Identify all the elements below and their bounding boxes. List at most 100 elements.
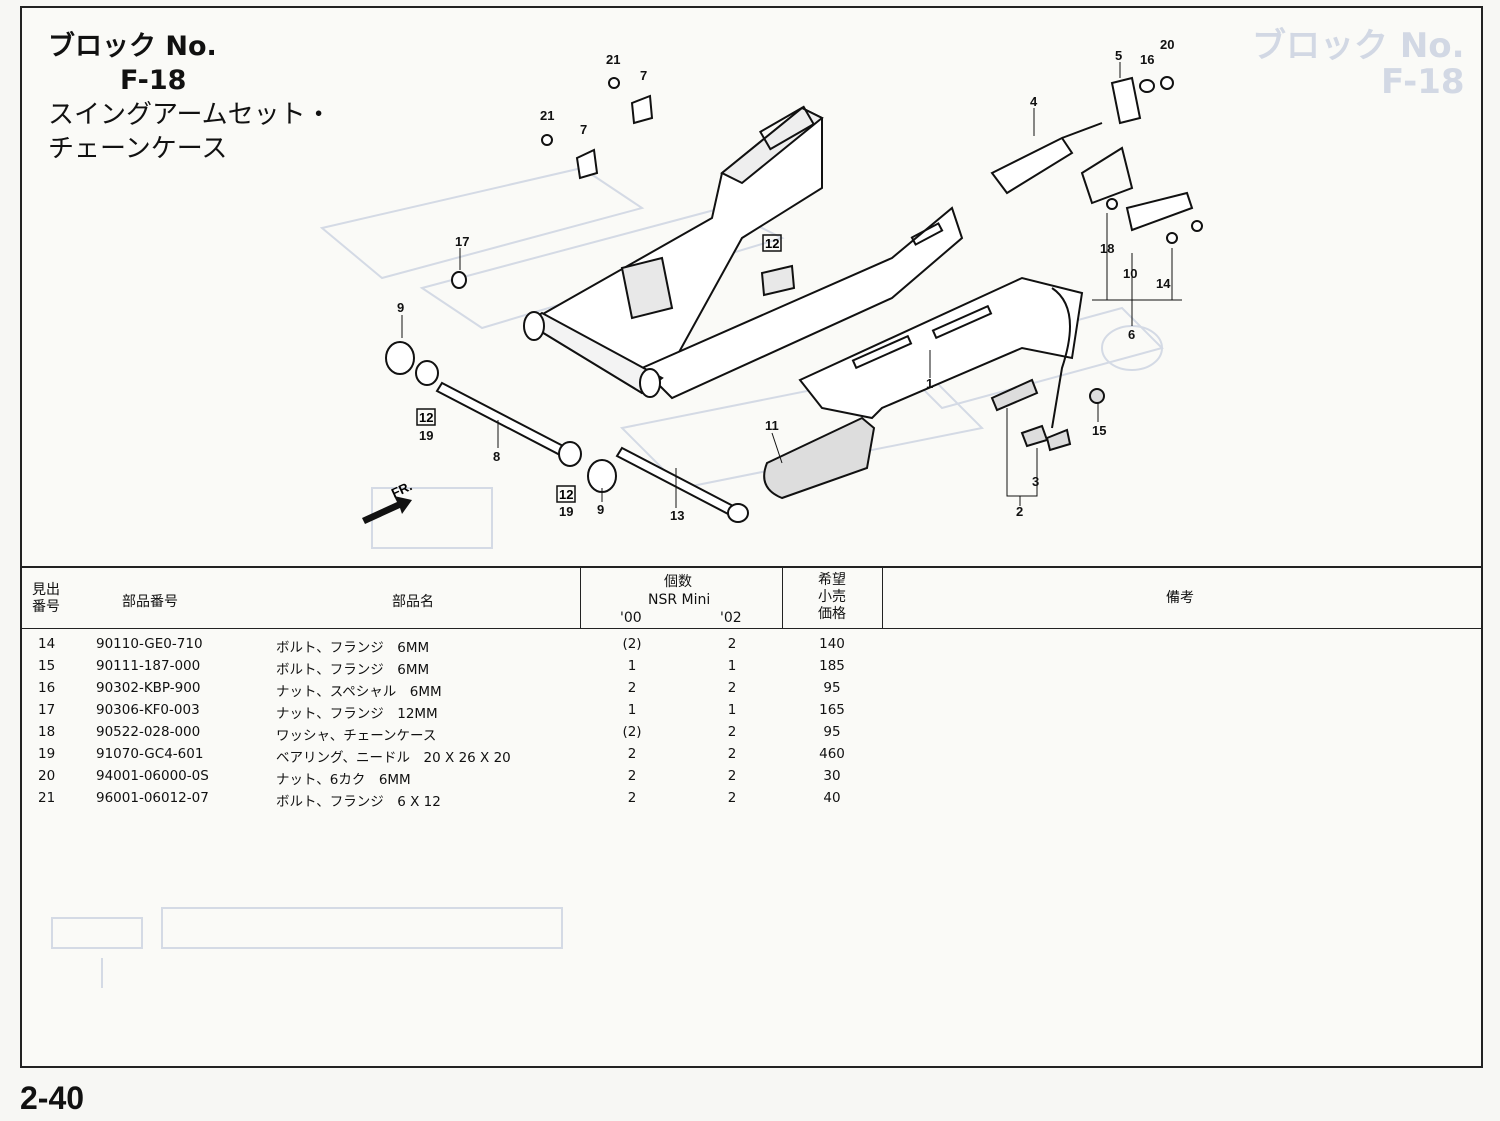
table-row: 16 90302-KBP-900 ナット、スペシャル 6MM 2 2 95 [22,678,922,700]
callout-9a: 9 [397,300,404,315]
cell-qty-02: 2 [727,680,737,696]
callout-7b: 7 [580,122,587,137]
callout-12c: 12 [559,487,573,502]
leader-lines [401,62,1182,508]
header-remarks: 備考 [1166,590,1194,606]
bleed-through-text: ブロック No. F-18 [1252,28,1465,100]
cell-name: ナット、スペシャル 6MM [276,684,442,700]
cell-price: 140 [819,636,845,652]
header-model: NSR Mini [648,592,711,608]
cell-ref: 15 [38,658,56,674]
callout-8: 8 [493,449,500,464]
cell-name: ボルト、フランジ 6MM [276,640,430,656]
cell-price: 185 [819,658,845,674]
chain-joint [990,287,1105,452]
diagram-svg: FR. [319,37,1203,549]
cell-price: 165 [819,702,845,718]
block-label: ブロック No. [48,31,217,62]
header-price-l1: 希望 [818,572,846,588]
cell-name: ナット、フランジ 12MM [276,706,438,722]
callout-16: 16 [1140,52,1154,67]
table-row: 21 96001-06012-07 ボルト、フランジ 6 X 12 2 2 40 [22,788,922,810]
cell-qty-00: 1 [627,658,637,674]
ghost-line: F-18 [1380,62,1465,102]
cell-price: 460 [819,746,845,762]
cell-part-no: 90522-028-000 [96,724,201,740]
header-part-name: 部品名 [392,594,434,610]
cell-part-no: 90306-KF0-003 [96,702,200,718]
cell-qty-02: 1 [727,702,737,718]
cell-price: 40 [823,790,841,806]
callout-12b: 12 [419,410,433,425]
chain-adjuster [990,76,1203,244]
col-divider [580,568,581,628]
ghost-diagram-bottom [51,907,563,988]
callout-17: 17 [455,234,469,249]
cell-ref: 17 [38,702,56,718]
callout-10: 10 [1123,266,1137,281]
callout-9b: 9 [597,502,604,517]
cell-qty-00: 2 [627,746,637,762]
callout-2: 2 [1016,504,1023,519]
callout-21a: 21 [606,52,620,67]
callout-12a: 12 [765,236,779,251]
table-row: 18 90522-028-000 ワッシャ、チェーンケース (2) 2 95 [22,722,922,744]
page-number: 2-40 [20,1080,85,1116]
front-arrow: FR. [362,478,414,524]
swingarm [523,105,964,400]
header-price-l3: 価格 [818,606,846,622]
cell-ref: 20 [38,768,56,784]
cell-ref: 21 [38,790,56,806]
table-row: 20 94001-06000-0S ナット、6カク 6MM 2 2 30 [22,766,922,788]
callout-11: 11 [765,418,779,433]
cell-qty-00: 2 [627,790,637,806]
cell-price: 30 [823,768,841,784]
cell-qty-00: 2 [627,768,637,784]
callout-7a: 7 [640,68,647,83]
chain-case [798,276,1084,420]
table-row: 19 91070-GC4-601 ベアリング、ニードル 20 X 26 X 20… [22,744,922,766]
header-year-02: '02 [720,610,742,626]
header-ref-no-l2: 番号 [32,599,60,615]
cell-qty-02: 2 [727,790,737,806]
cell-ref: 14 [38,636,56,652]
block-name-line2: チェーンケース [48,134,228,164]
callout-18: 18 [1100,241,1114,256]
cell-qty-00: (2) [622,636,642,652]
header-ref-no: 見出 番号 [28,582,64,616]
col-divider [782,568,783,628]
chain-slider [763,416,876,500]
cell-name: ナット、6カク 6MM [276,772,411,788]
boxed-callouts: 12 12 12 [416,234,782,503]
table-row: 17 90306-KF0-003 ナット、フランジ 12MM 1 1 165 [22,700,922,722]
cell-part-no: 90111-187-000 [96,658,201,674]
callout-6: 6 [1128,327,1135,342]
cell-part-no: 91070-GC4-601 [96,746,204,762]
callout-13: 13 [670,508,684,523]
callout-21b: 21 [540,108,554,123]
header-ref-no-l1: 見出 [32,582,60,598]
table-row: 15 90111-187-000 ボルト、フランジ 6MM 1 1 185 [22,656,922,678]
cell-name: ボルト、フランジ 6 X 12 [276,794,441,810]
callout-3: 3 [1032,474,1039,489]
clamps [541,77,654,180]
callout-20: 20 [1160,37,1174,52]
cell-name: ワッシャ、チェーンケース [276,728,437,744]
block-name-line1: スイングアームセット・ [48,100,332,130]
cell-ref: 18 [38,724,56,740]
cell-part-no: 90110-GE0-710 [96,636,203,652]
callout-numbers: 1 2 3 4 5 6 7 7 8 9 9 10 11 14 15 16 17 … [397,37,1174,523]
callout-19b: 19 [559,504,573,519]
parts-list-table: 見出 番号 部品番号 部品名 個数 NSR Mini '00 '02 希望 小売… [22,566,1481,1068]
callout-1: 1 [926,376,933,391]
cell-qty-02: 2 [727,724,737,740]
cell-qty-00: 1 [627,702,637,718]
cell-part-no: 96001-06012-07 [96,790,209,806]
callout-14: 14 [1156,276,1171,291]
callout-4: 4 [1030,94,1038,109]
cell-qty-02: 1 [727,658,737,674]
cell-qty-00: (2) [622,724,642,740]
callout-19a: 19 [419,428,433,443]
cell-qty-00: 2 [627,680,637,696]
header-part-no: 部品番号 [122,594,178,610]
